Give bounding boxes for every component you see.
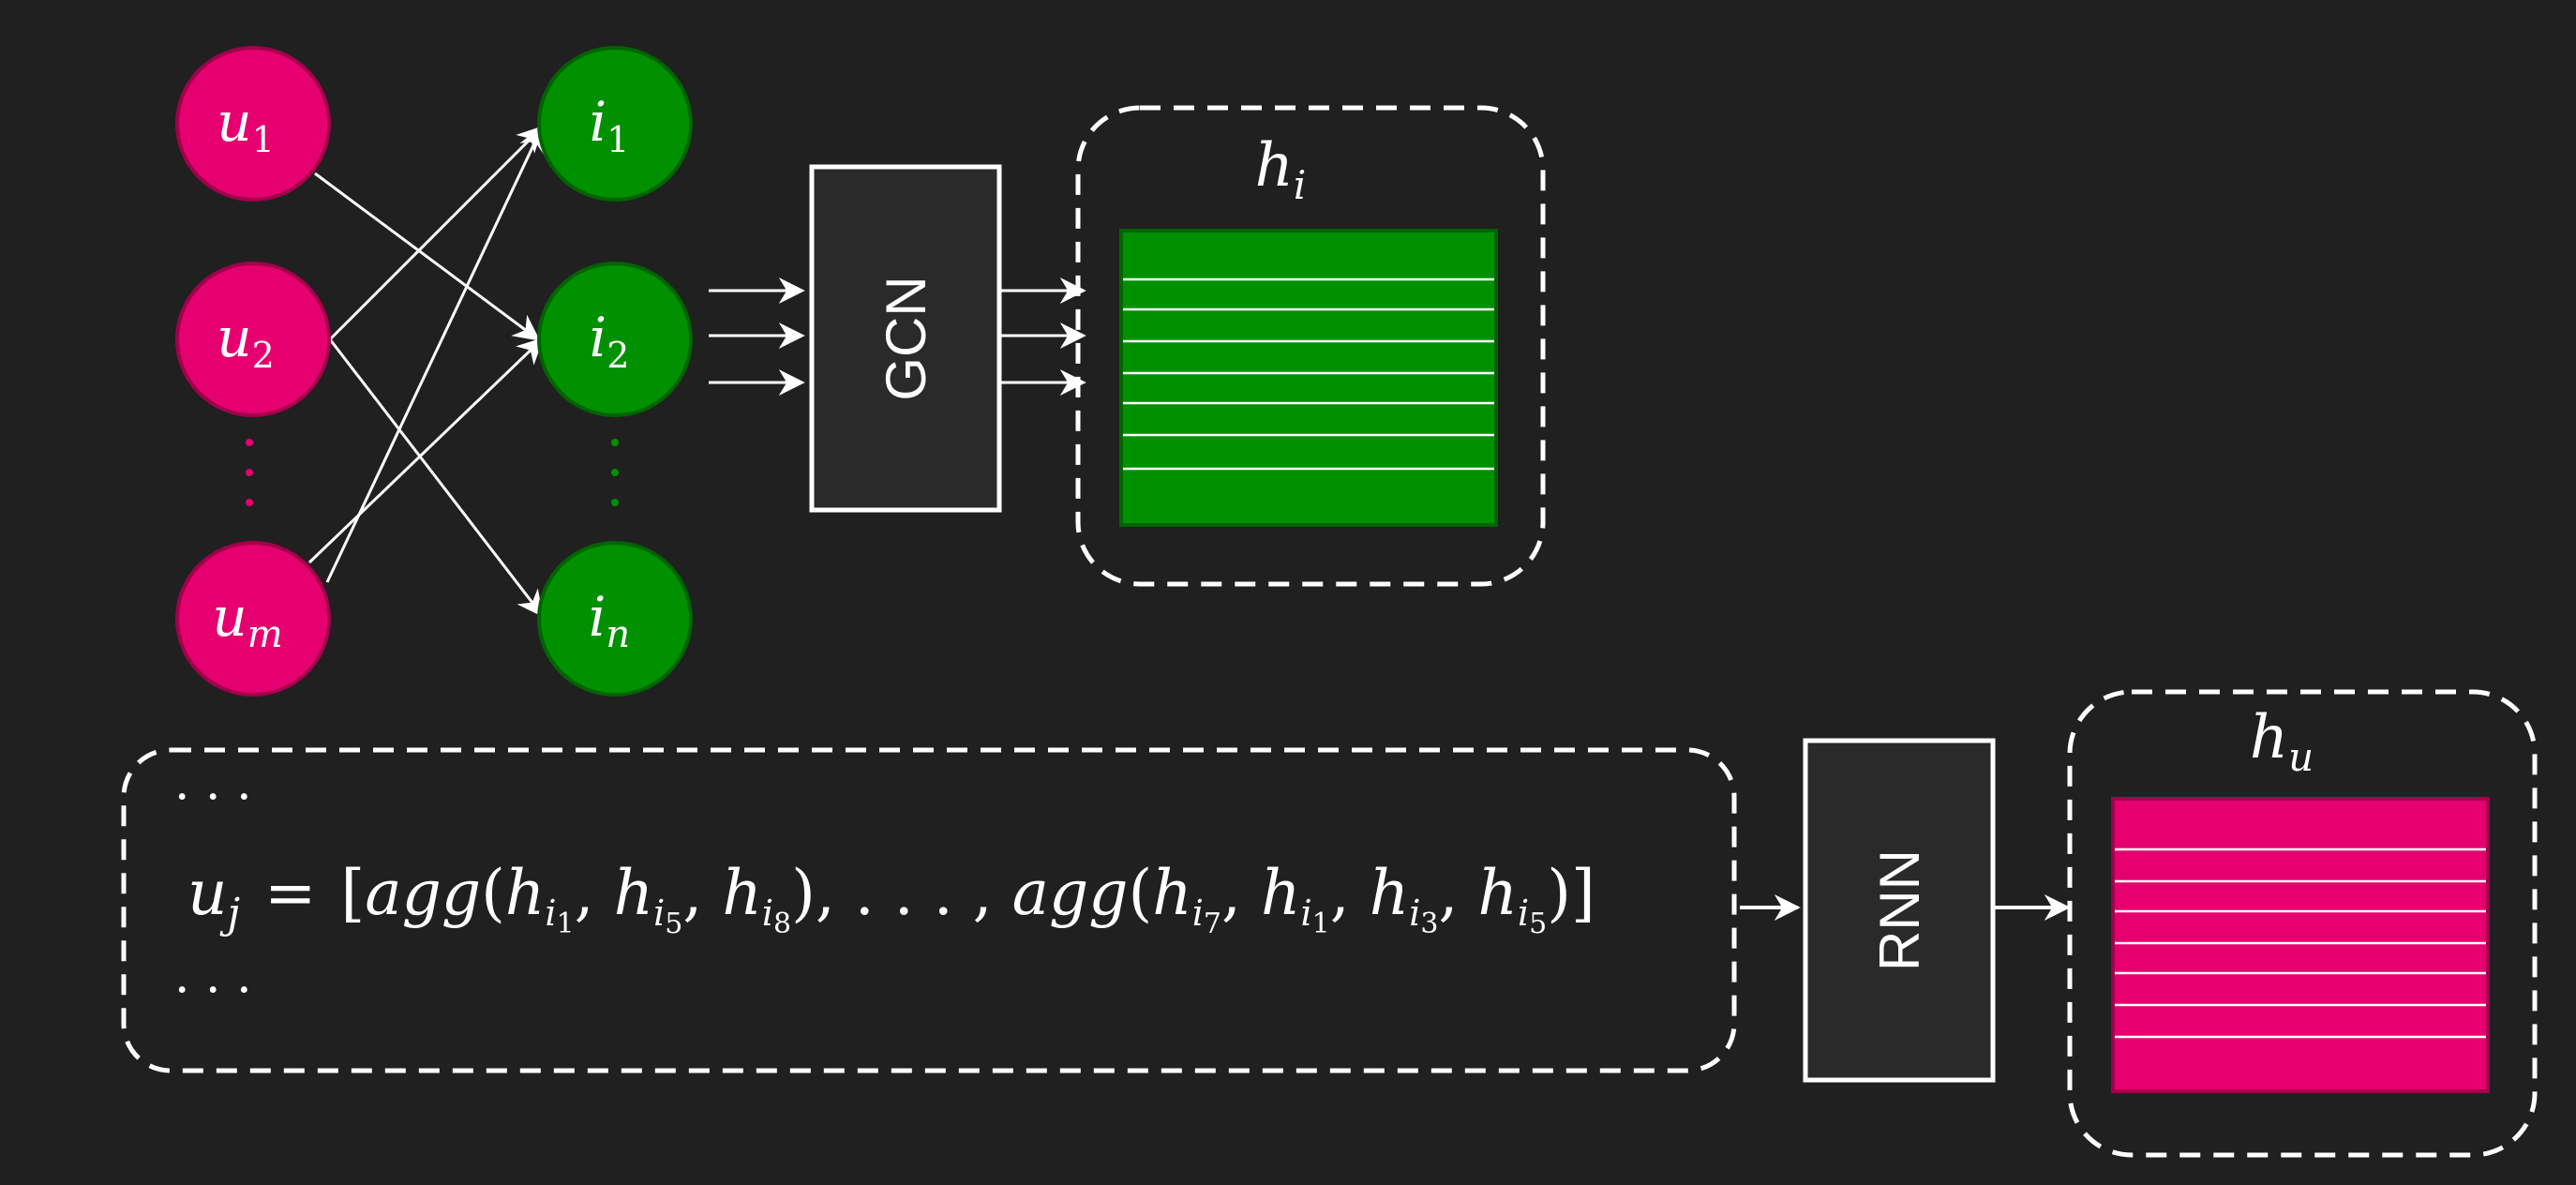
arrows-out-of-gcn [999, 278, 1086, 396]
edge-um-i1 [325, 125, 544, 583]
sequence-ellipsis-bottom: · · · [174, 963, 252, 1019]
user-node-um[interactable] [175, 541, 331, 697]
item-node-in[interactable] [537, 541, 693, 697]
edge-u1-i2 [314, 172, 541, 341]
item-nodes: i1 i2 in [537, 46, 693, 697]
item-embedding-rows [1123, 278, 1494, 471]
arrows-into-gcn [709, 278, 805, 396]
item-embedding-frame [1075, 105, 1546, 587]
bipartite-edges [307, 125, 545, 618]
rnn-box[interactable] [1803, 738, 1996, 1083]
edge-u2-i1 [328, 126, 544, 341]
user-sequence-frame [121, 747, 1737, 1073]
user-embedding-matrix [2111, 797, 2490, 1093]
user-node-um-label: um [212, 585, 282, 656]
edge-um-i2 [307, 338, 545, 564]
user-node-u1-label: u1 [217, 90, 275, 160]
vertical-ellipsis-icon [611, 439, 619, 506]
user-node-u2-label: u2 [217, 306, 275, 376]
item-embedding-group: hi [1075, 105, 1546, 587]
rnn-label: RNN [1868, 849, 1931, 971]
item-embedding-matrix [1119, 229, 1498, 527]
gcn-box[interactable] [809, 164, 1002, 513]
item-node-i2[interactable] [537, 262, 693, 417]
rnn-block[interactable]: RNN [1803, 738, 1996, 1083]
user-embedding-frame [2067, 689, 2538, 1158]
sequence-equation: uj=[agg(hi1, hi5, hi8), . . . , agg(hi7,… [187, 857, 1595, 940]
item-node-i1[interactable] [537, 46, 693, 202]
gcn-label: GCN [875, 276, 937, 400]
user-nodes: u1 u2 um [175, 46, 331, 697]
user-node-u2[interactable] [175, 262, 331, 417]
item-node-i1-label: i1 [590, 90, 630, 160]
item-embedding-label: hi [1255, 131, 1307, 208]
edge-u2-in [328, 338, 544, 618]
user-embedding-rows [2115, 848, 2486, 1039]
sequence-ellipsis-top: · · · [174, 770, 252, 826]
item-node-i2-label: i2 [590, 306, 630, 376]
user-embedding-group: hu [2067, 689, 2538, 1158]
user-sequence-group: · · · uj=[agg(hi1, hi5, hi8), . . . , ag… [121, 747, 1737, 1073]
vertical-ellipsis-icon [246, 439, 253, 506]
user-node-u1[interactable] [175, 46, 331, 202]
user-embedding-label: hu [2250, 703, 2314, 780]
gcn-block[interactable]: GCN [809, 164, 1002, 513]
item-node-in-label: in [589, 585, 630, 656]
